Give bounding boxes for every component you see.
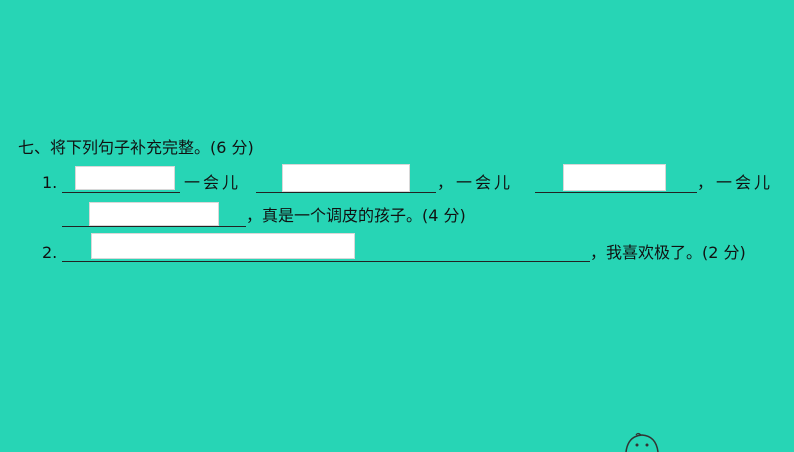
cartoon-mascot-icon: [625, 432, 659, 452]
section-heading: 七、将下列句子补充完整。(6 分): [18, 138, 254, 157]
q1-answer-box-4[interactable]: [89, 202, 219, 226]
q1-text-part1: 一会儿: [184, 173, 242, 192]
q1-blank-3-line: [535, 192, 697, 193]
q1-blank-4-line: [62, 226, 246, 227]
q1-answer-box-1[interactable]: [75, 166, 175, 190]
q1-text-part3: ，一会儿: [697, 173, 774, 192]
q1-answer-box-2[interactable]: [282, 164, 410, 192]
q1-blank-2-line: [256, 192, 436, 193]
q1-ending: ，真是一个调皮的孩子。(4 分): [246, 206, 466, 225]
q1-answer-box-3[interactable]: [563, 164, 666, 191]
q2-number: 2.: [42, 243, 58, 262]
q1-number: 1.: [42, 173, 58, 192]
q2-ending: ，我喜欢极了。(2 分): [590, 243, 746, 262]
q1-text-part2: ，一会儿: [437, 173, 514, 192]
q1-blank-1-line: [62, 192, 180, 193]
q2-blank-line: [62, 261, 590, 262]
q2-answer-box[interactable]: [91, 233, 355, 259]
